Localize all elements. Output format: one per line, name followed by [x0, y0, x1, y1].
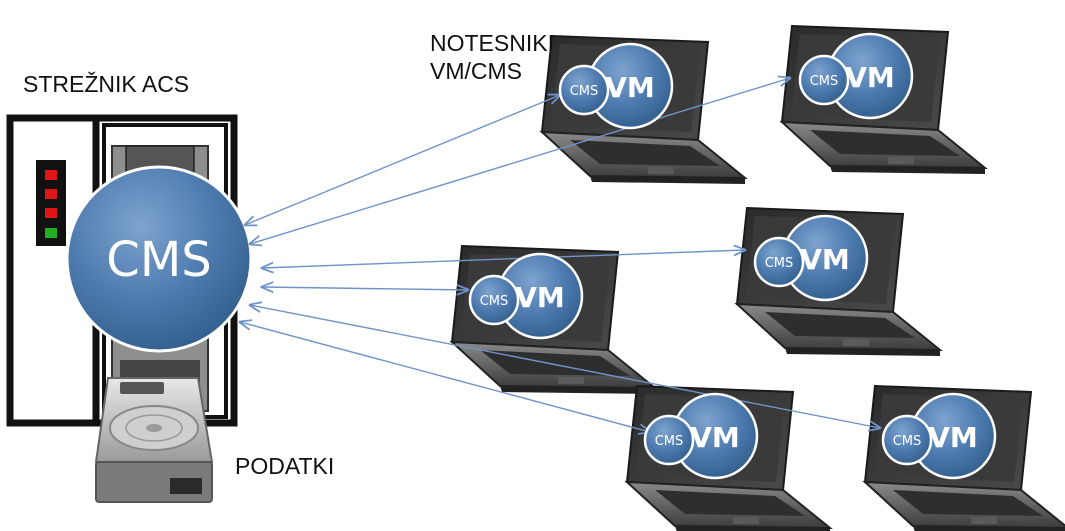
led-red — [45, 170, 57, 180]
server-cms-label: CMS — [106, 232, 211, 288]
vm-label: VM — [928, 421, 978, 454]
vm-label: VM — [605, 71, 655, 104]
cms-circle: CMS — [468, 274, 520, 326]
led-green — [45, 228, 57, 238]
cms-circle: CMS — [753, 236, 805, 288]
cms-label: CMS — [765, 256, 794, 271]
server-cms-circle: CMS — [65, 165, 253, 353]
cms-label: CMS — [655, 434, 684, 449]
led-red — [45, 208, 57, 218]
arrow-laptop-1 — [245, 95, 560, 225]
server-status-leds — [36, 160, 66, 246]
notebooks-label-line2: VM/CMS — [430, 58, 522, 84]
cms-circle: CMS — [798, 54, 850, 106]
cms-circle: CMS — [881, 414, 933, 466]
vm-circle: VM — [826, 32, 914, 120]
led-red — [45, 189, 57, 199]
cms-circle: CMS — [643, 414, 695, 466]
vm-label: VM — [690, 421, 740, 454]
cms-label: CMS — [893, 434, 922, 449]
vm-circle: VM — [909, 392, 997, 480]
vm-label: VM — [800, 243, 850, 276]
connection-arrows — [240, 78, 880, 432]
cms-label: CMS — [570, 84, 599, 99]
server-label: STREŽNIK ACS — [23, 71, 190, 97]
vm-label: VM — [845, 61, 895, 94]
cms-label: CMS — [480, 294, 509, 309]
arrow-laptop-5 — [240, 322, 650, 432]
arrow-laptop-4 — [262, 250, 745, 268]
data-label: PODATKI — [235, 453, 335, 479]
cms-label: CMS — [810, 74, 839, 89]
cms-circle: CMS — [558, 64, 610, 116]
data-disk-icon — [94, 377, 214, 503]
arrow-laptop-3 — [262, 287, 468, 290]
vm-label: VM — [515, 281, 565, 314]
arrow-laptop-2 — [250, 78, 790, 244]
notebooks-label-line1: NOTESNIKI — [430, 30, 554, 56]
vm-circle: VM — [586, 42, 674, 130]
